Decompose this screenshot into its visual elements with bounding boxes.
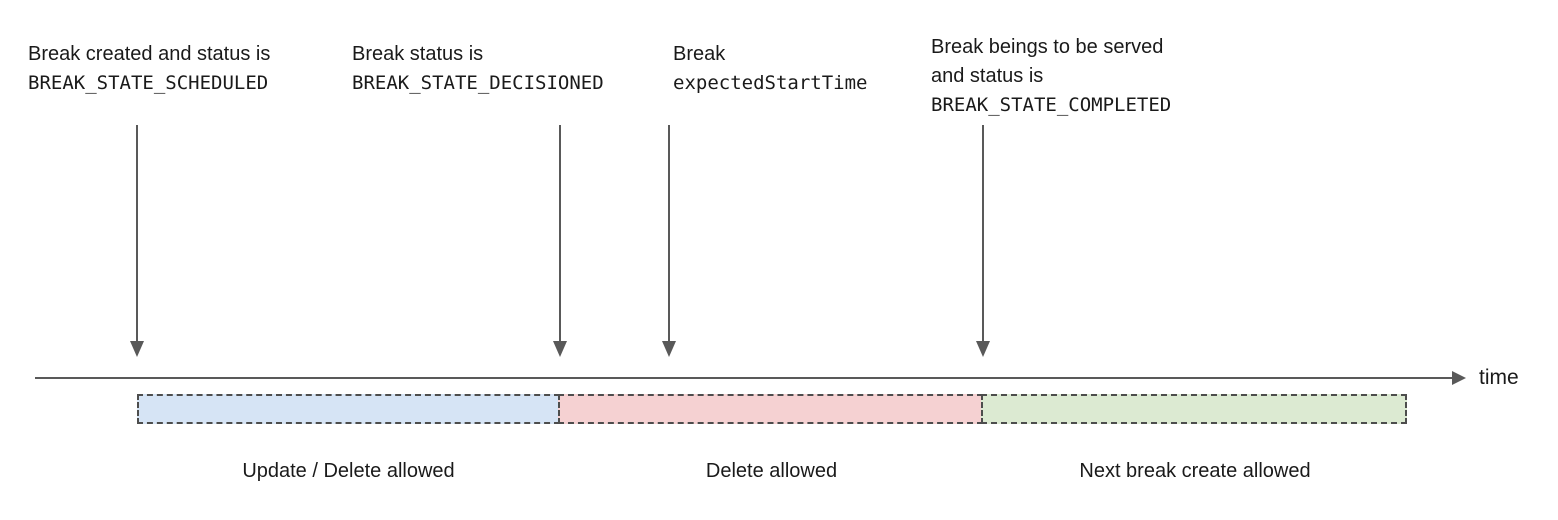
annotation-expected-start-time: Break expectedStartTime — [673, 40, 867, 98]
annotation-code: BREAK_STATE_DECISIONED — [352, 72, 604, 94]
arrow-stem — [559, 125, 561, 341]
segment-label: Next break create allowed — [1079, 460, 1311, 482]
segment-update-delete-allowed — [137, 394, 560, 424]
arrow-head — [976, 341, 990, 357]
arrow-stem — [136, 125, 138, 341]
segment-label: Delete allowed — [705, 460, 838, 482]
arrow-head — [662, 341, 676, 357]
annotation-text: Break status is — [352, 43, 484, 65]
annotation-code: BREAK_STATE_SCHEDULED — [28, 72, 269, 94]
down-arrow-icon — [553, 125, 567, 357]
down-arrow-icon — [976, 125, 990, 357]
arrow-stem — [668, 125, 670, 341]
segment-delete-allowed — [558, 394, 983, 424]
down-arrow-icon — [130, 125, 144, 357]
timeline-axis — [35, 377, 1452, 379]
annotation-break-scheduled: Break created and status is BREAK_STATE_… — [28, 40, 270, 98]
arrow-head — [553, 341, 567, 357]
timeline-axis-label: time — [1479, 366, 1519, 389]
arrow-stem — [982, 125, 984, 341]
annotation-text: Break — [673, 43, 726, 65]
timeline-arrowhead-icon — [1452, 371, 1466, 385]
annotation-text: Break created and status is — [28, 43, 271, 65]
segment-label: Update / Delete allowed — [242, 460, 455, 482]
annotation-break-decisioned: Break status is BREAK_STATE_DECISIONED — [352, 40, 604, 98]
annotation-code: expectedStartTime — [673, 72, 868, 94]
annotation-text: Break beings to be served — [931, 36, 1164, 58]
segment-next-break-create-allowed — [981, 394, 1407, 424]
arrow-head — [130, 341, 144, 357]
annotation-text: and status is — [931, 65, 1044, 87]
annotation-code: BREAK_STATE_COMPLETED — [931, 94, 1172, 116]
down-arrow-icon — [662, 125, 676, 357]
annotation-break-completed: Break beings to be served and status is … — [931, 33, 1171, 120]
